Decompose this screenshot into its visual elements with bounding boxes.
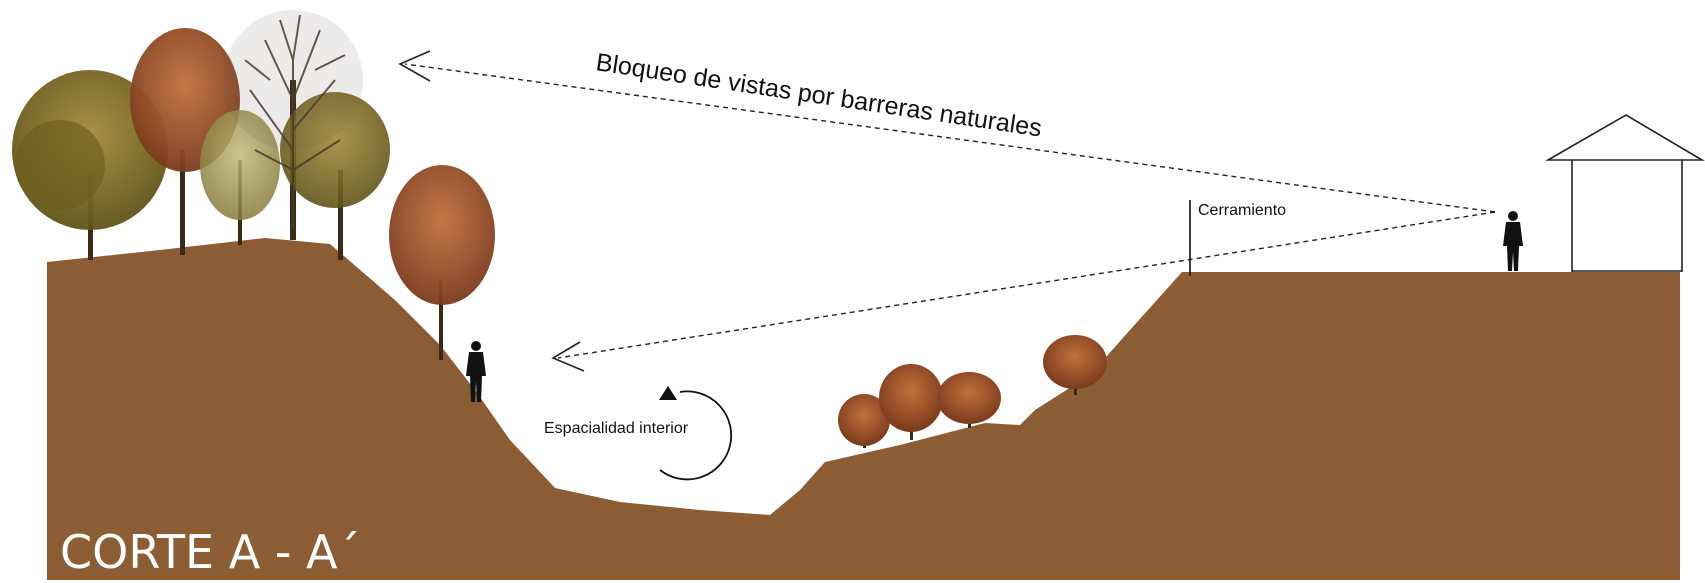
tree-slope — [389, 165, 495, 360]
sightlines — [398, 50, 1496, 372]
terrain-section — [47, 238, 1680, 580]
arrow-head-lower — [551, 341, 585, 372]
rotation-arrow-icon — [659, 386, 733, 481]
person-silhouette-right — [1503, 211, 1523, 271]
arrow-head-upper — [398, 50, 431, 82]
person-silhouette-left — [466, 341, 486, 402]
section-title: CORTE A - A´ — [60, 525, 361, 579]
tree-cluster-left — [12, 10, 390, 260]
interior-label: Espacialidad interior — [544, 420, 689, 437]
house-icon — [1545, 114, 1705, 272]
fence-label: Cerramiento — [1198, 202, 1286, 219]
sightline-label: Bloqueo de vistas por barreras naturales — [594, 48, 1043, 142]
shrubs-center — [838, 335, 1107, 448]
